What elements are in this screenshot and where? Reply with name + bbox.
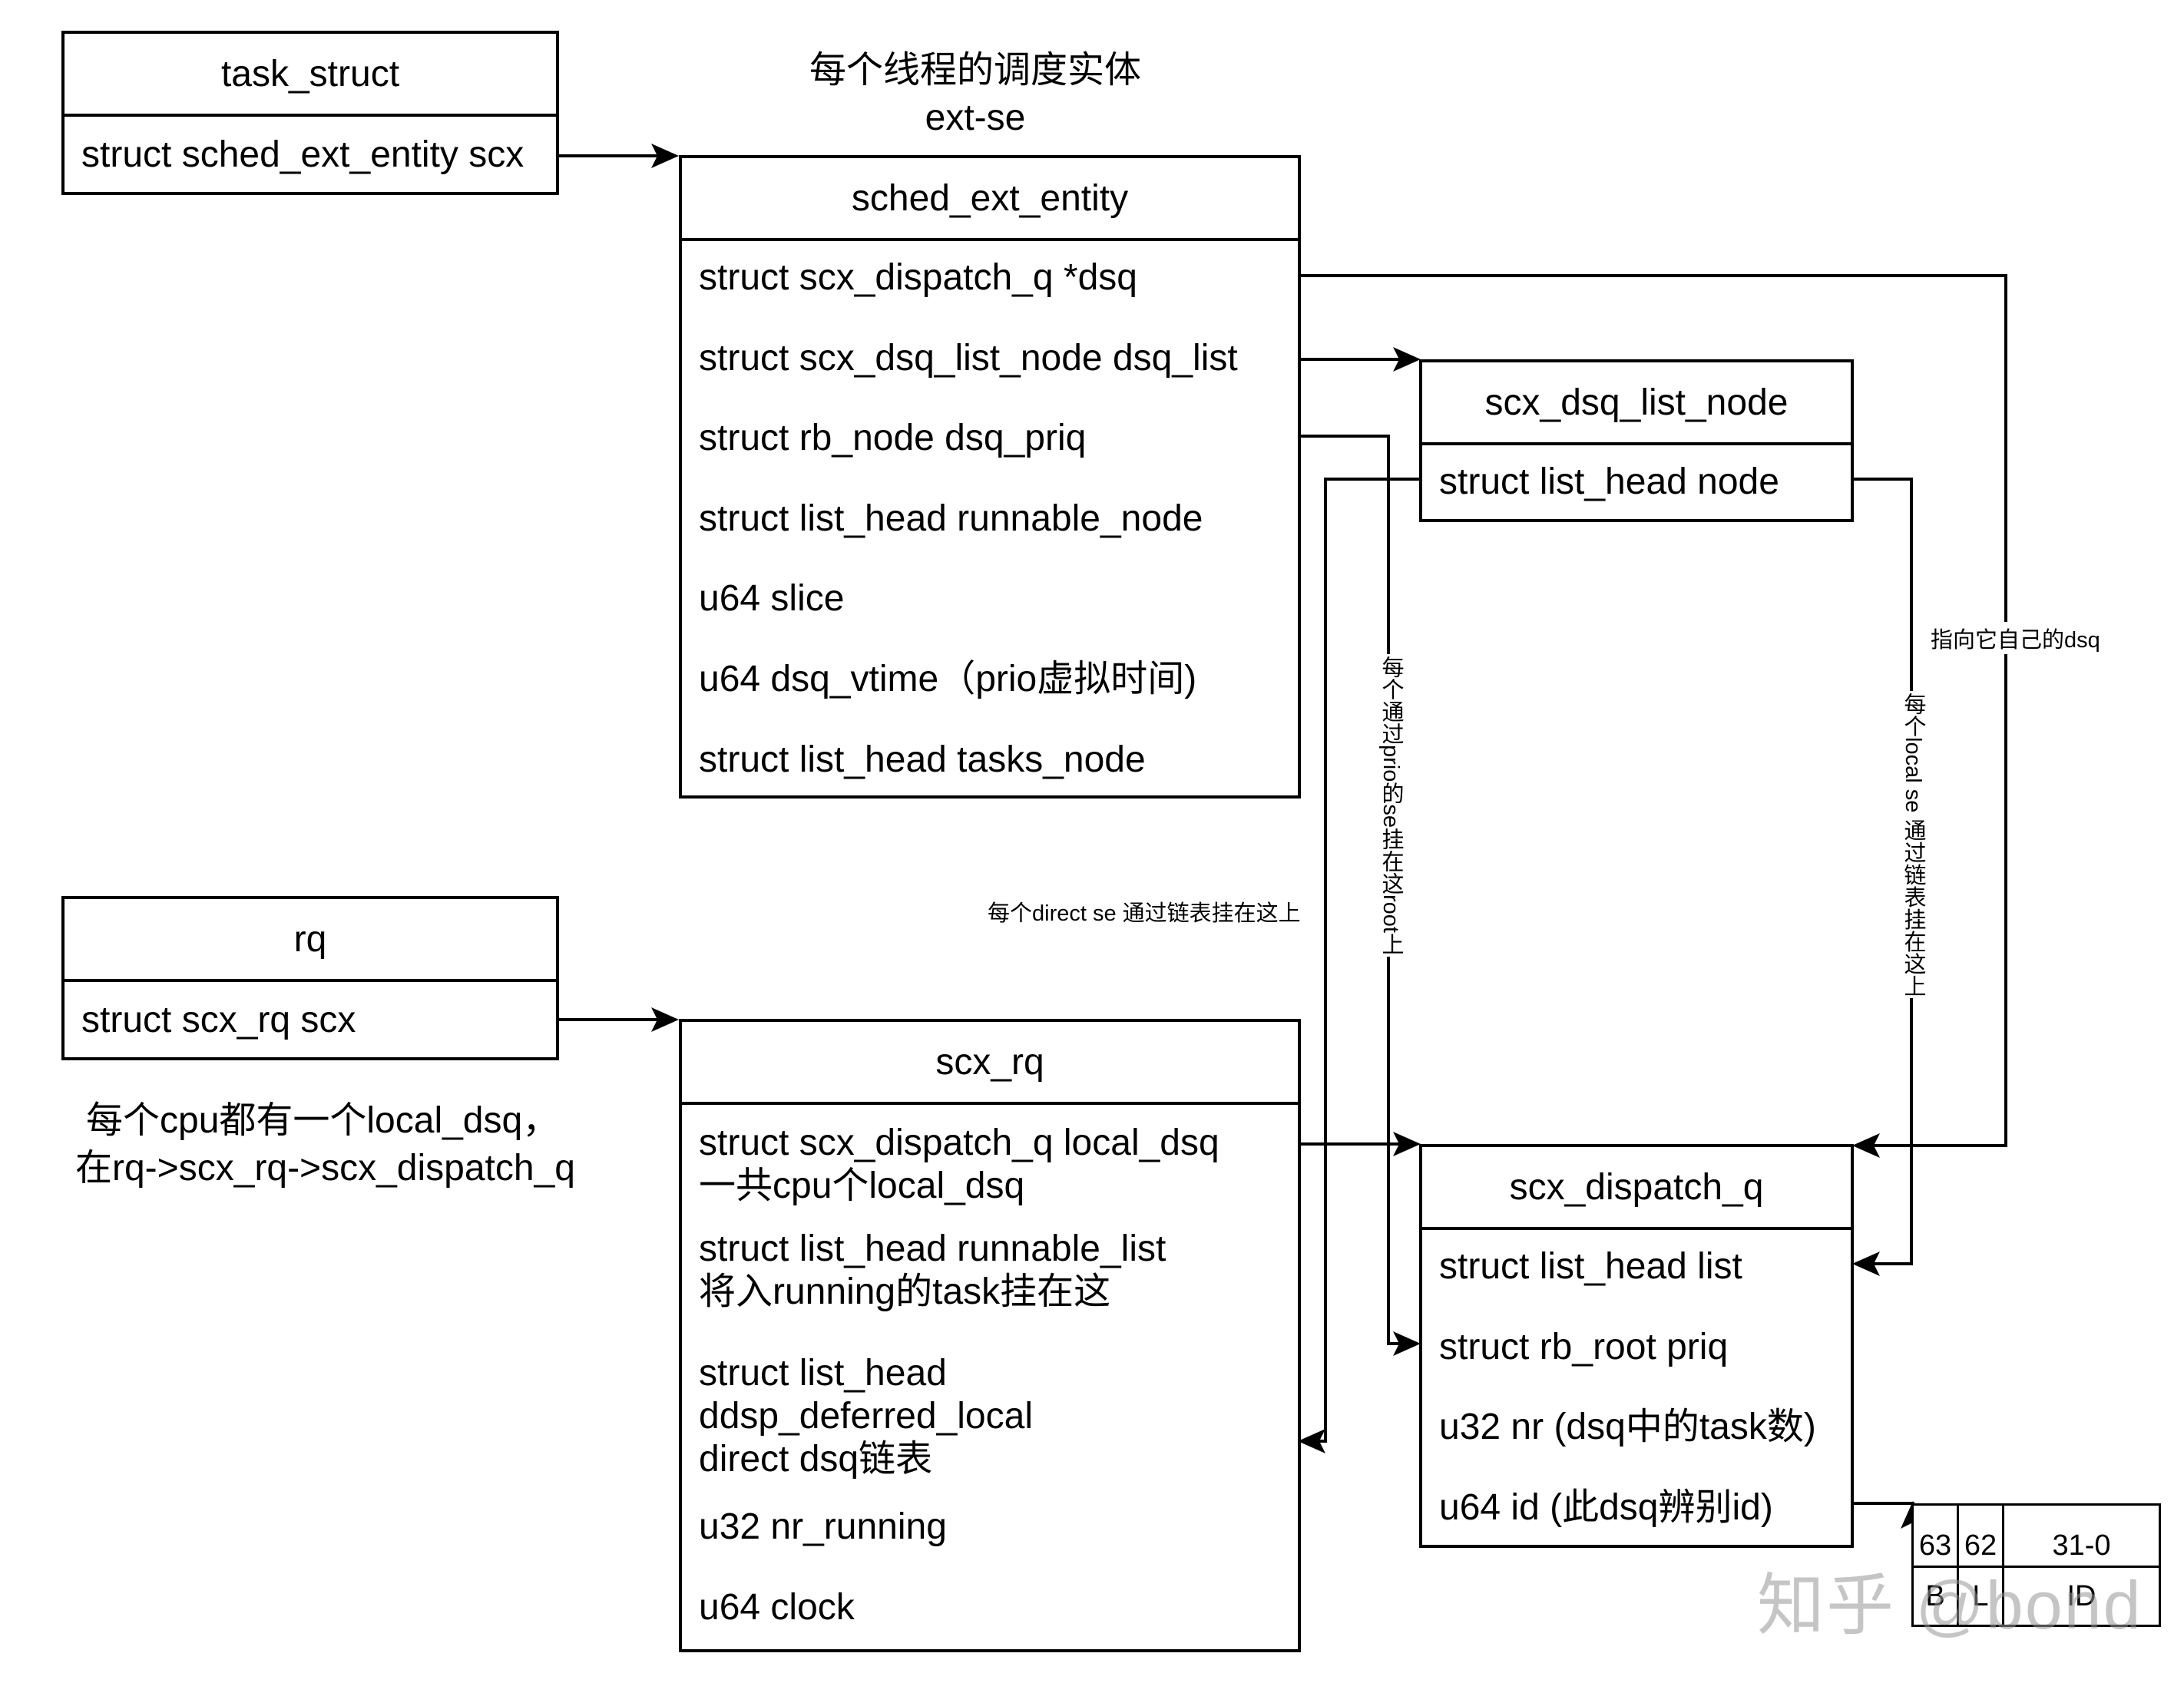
rq-field: struct scx_rq scx	[81, 1000, 356, 1040]
se-field-runnable-node: struct list_head runnable_node	[699, 498, 1203, 539]
sched-ext-entity-title: sched_ext_entity	[682, 158, 1298, 241]
arrowhead	[1852, 1252, 1880, 1276]
label-direct-se-list: 每个direct se 通过链表挂在这上	[986, 895, 1302, 927]
task-struct-box: task_struct struct sched_ext_entity scx	[61, 31, 559, 195]
scx-rq-field-clock: u64 clock	[699, 1587, 855, 1628]
rq-title: rq	[65, 899, 556, 982]
rq-note-line-2: 在rq->scx_rq->scx_dispatch_q	[75, 1148, 575, 1189]
rq-note-line-1: 每个cpu都有一个local_dsq，	[86, 1100, 560, 1141]
sched-ext-entity-box: sched_ext_entity struct scx_dispatch_q *…	[679, 155, 1301, 799]
scx-rq-field-local-dsq: struct scx_dispatch_q local_dsq 一共cpu个lo…	[699, 1123, 1219, 1206]
task-struct-title: task_struct	[65, 34, 556, 117]
dsq-field-priq: struct rb_root priq	[1439, 1327, 1729, 1367]
arrowhead	[1393, 1331, 1421, 1356]
scx-dsq-list-node-title: scx_dsq_list_node	[1422, 362, 1851, 445]
scx-rq-field-nr-running: u32 nr_running	[699, 1506, 947, 1547]
edge-dsq-pointer	[1298, 274, 2007, 1147]
arrowhead	[651, 144, 679, 168]
scx-rq-title: scx_rq	[682, 1022, 1298, 1105]
se-field-tasks-node: struct list_head tasks_node	[699, 739, 1146, 780]
se-field-slice: u64 slice	[699, 578, 845, 619]
task-struct-field: struct sched_ext_entity scx	[81, 134, 524, 175]
list-node-field: struct list_head node	[1439, 461, 1779, 502]
arrowhead	[1852, 1133, 1880, 1158]
watermark: 知乎 @bond	[1757, 1567, 2143, 1643]
dsq-field-id: u64 id (此dsq辨别id)	[1439, 1487, 1773, 1528]
scx-rq-box: scx_rq struct scx_dispatch_q local_dsq 一…	[679, 1019, 1301, 1652]
scx-dispatch-q-title: scx_dispatch_q	[1422, 1147, 1851, 1230]
edge-node-to-deferred	[1311, 478, 1419, 1443]
arrowhead	[651, 1007, 679, 1032]
scx-dispatch-q-box: scx_dispatch_q struct list_head list str…	[1419, 1144, 1854, 1548]
se-field-dsq-list: struct scx_dsq_list_node dsq_list	[699, 338, 1238, 379]
scx-dsq-list-node-box: scx_dsq_list_node struct list_head node	[1419, 359, 1854, 522]
bit-value-b: B	[1911, 1566, 1959, 1627]
label-points-to-own-dsq: 指向它自己的dsq	[1929, 622, 2102, 654]
header-line-1: 每个线程的调度实体	[809, 50, 1141, 91]
scx-rq-field-runnable-list: struct list_head runnable_list 将入running…	[699, 1228, 1166, 1312]
label-local-se-list: 每个local se 通过链表挂在这上	[1897, 691, 1929, 999]
se-field-dsq-vtime: u64 dsq_vtime（prio虚拟时间)	[699, 659, 1197, 699]
arrowhead	[1393, 1132, 1421, 1156]
rq-box: rq struct scx_rq scx	[61, 896, 559, 1060]
dsq-field-list: struct list_head list	[1439, 1246, 1742, 1287]
edge-id-bits	[1850, 1502, 1914, 1516]
arrowhead	[1298, 1429, 1325, 1453]
scx-rq-field-ddsp-deferred: struct list_head ddsp_deferred_local dir…	[699, 1353, 1033, 1480]
arrowhead	[1393, 347, 1421, 372]
bit-value-l: L	[1957, 1566, 2004, 1627]
header-line-2: ext-se	[925, 98, 1026, 138]
se-field-dsq-priq: struct rb_node dsq_priq	[699, 418, 1087, 458]
label-prio-se-root: 每个通过prio的se挂在这root上	[1375, 654, 1407, 957]
dsq-field-nr: u32 nr (dsq中的task数)	[1439, 1407, 1816, 1447]
bit-value-id: ID	[2002, 1566, 2161, 1627]
se-field-dsq: struct scx_dispatch_q *dsq	[699, 257, 1137, 298]
